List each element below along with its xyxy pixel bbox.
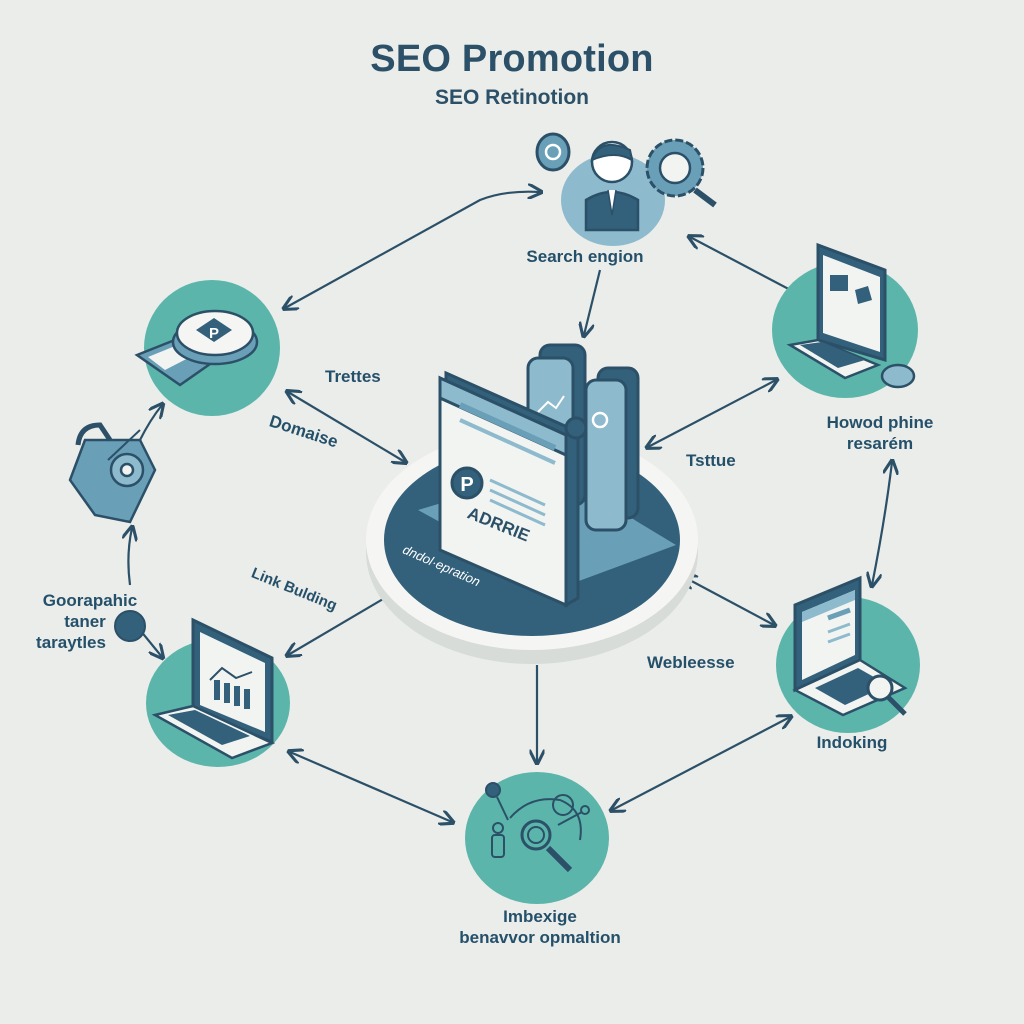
- bag-node: [68, 422, 157, 524]
- arrow-bag-to-p-device: [139, 405, 162, 441]
- edge-label-tsttue: Tsttue: [686, 451, 736, 470]
- geographic-line3: taraytles: [36, 633, 106, 652]
- arrow-laptop-research-center: [648, 380, 776, 447]
- browser-page-icon: P: [438, 370, 588, 608]
- arrow-indexing-behavior: [612, 717, 790, 810]
- diagram-title: SEO Promotion: [370, 38, 654, 80]
- svg-text:P: P: [209, 325, 219, 342]
- svg-text:P: P: [460, 474, 473, 496]
- diagram-subtitle: SEO Retinotion: [435, 86, 589, 109]
- edge-label-geographic: Goorapahic taner taraytles: [30, 590, 150, 653]
- laptop-research-node: [772, 242, 918, 398]
- laptop-indexing-label: Indoking: [816, 733, 888, 752]
- behavior-label: Imbexige benavvor opmaltion: [420, 906, 660, 948]
- laptop-research-label-line1: Howod phine: [826, 413, 934, 432]
- arrow-p-device-center: [288, 392, 405, 462]
- arrow-laptop-chart-behavior: [290, 752, 452, 822]
- arrow-center-laptop-chart: [288, 592, 395, 655]
- arrow-search-laptop-research: [690, 237, 800, 295]
- arrow-geo-to-bag: [128, 528, 132, 586]
- edge-label-webleesse: Webleesse: [647, 653, 735, 672]
- behavior-label-line1: Imbexige: [503, 907, 577, 926]
- search-engine-node: [535, 132, 717, 246]
- arrow-research-indexing: [872, 462, 892, 585]
- arrow-search-to-center: [584, 269, 602, 335]
- geographic-line2: taner: [64, 612, 106, 631]
- search-engine-label: Search engion: [526, 247, 644, 266]
- laptop-research-label-line2: resarém: [846, 434, 914, 453]
- laptop-research-label: Howod phine resarém: [805, 412, 955, 454]
- laptop-indexing-node: [776, 575, 920, 733]
- edge-label-trettes: Trettes: [325, 367, 381, 386]
- arrow-p-device-search-engine: [285, 192, 540, 308]
- behavior-node: [465, 772, 609, 904]
- p-device-node: P: [134, 280, 280, 416]
- arrow-geo-to-laptop-chart: [139, 629, 162, 657]
- behavior-label-line2: benavvor opmaltion: [459, 928, 621, 947]
- laptop-chart-node: [146, 617, 290, 767]
- geographic-pin: [114, 610, 146, 642]
- arrow-center-laptop-indexing: [684, 577, 774, 625]
- geographic-line1: Goorapahic: [42, 591, 138, 610]
